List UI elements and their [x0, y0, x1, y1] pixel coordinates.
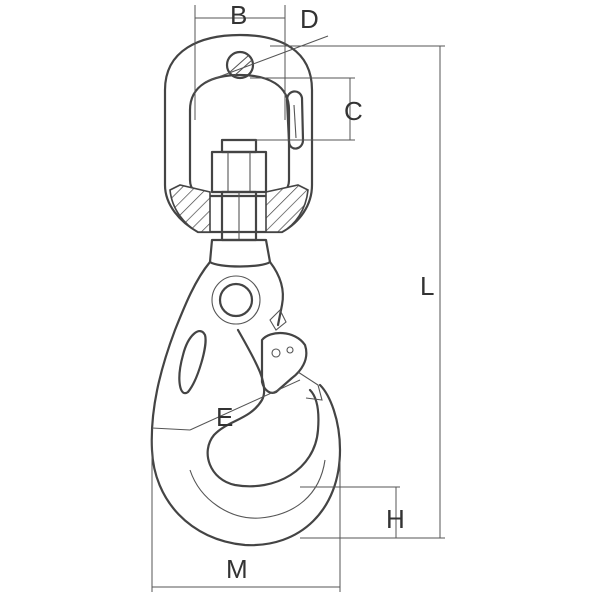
latch-pivot-2	[286, 346, 294, 354]
dim-e-leader	[189, 379, 301, 431]
hook-body-outer	[150, 260, 342, 547]
label-m: M	[226, 554, 248, 584]
label-l: L	[420, 271, 434, 301]
hook-left-slot	[178, 330, 207, 395]
swivel-body-section	[169, 184, 211, 233]
nut-top	[220, 138, 258, 154]
safety-latch	[260, 332, 308, 394]
hook-saddle-line	[189, 459, 326, 519]
slot-inner-line	[293, 104, 297, 139]
label-b: B	[230, 0, 247, 30]
hook	[150, 238, 342, 547]
latch-lip	[297, 371, 323, 401]
label-c: C	[344, 96, 363, 126]
hook-eye-hole-outer	[211, 275, 261, 325]
latch-trigger	[269, 309, 287, 331]
latch-pivot-1	[271, 348, 281, 358]
swivel-eye	[163, 33, 314, 234]
label-d: D	[300, 4, 319, 34]
nut-body	[210, 150, 268, 194]
hook-neck	[208, 238, 272, 268]
dim-d-leader	[204, 35, 329, 83]
label-e: E	[216, 402, 233, 432]
swivel-eye-inner	[188, 73, 291, 198]
pin-hatch-1	[229, 55, 249, 73]
hook-upper-right	[268, 260, 284, 327]
hook-eye-hole	[218, 282, 254, 318]
dim-e-leader-tail	[151, 427, 191, 431]
nut-and-shaft	[210, 138, 268, 242]
pin-circle	[225, 50, 255, 80]
swivel-body-section-right	[265, 184, 309, 233]
label-h: H	[386, 504, 405, 534]
dimensions: B D C L H M E	[151, 0, 445, 592]
